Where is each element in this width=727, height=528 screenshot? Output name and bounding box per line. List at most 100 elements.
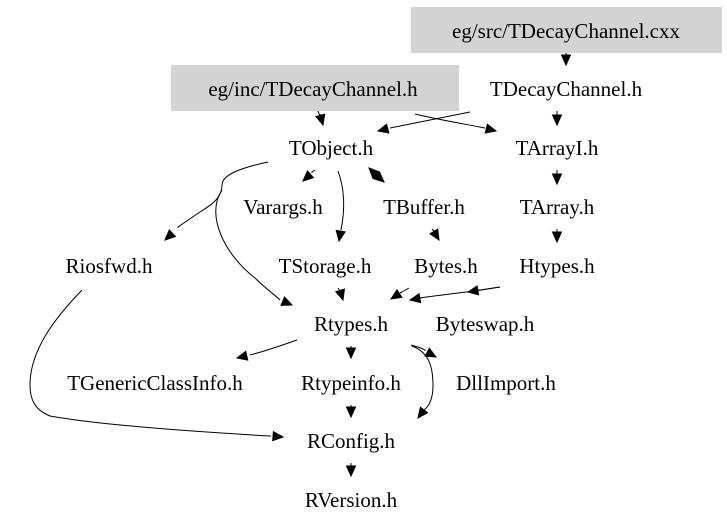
edges-layer [29,53,572,478]
node-label: eg/inc/TDecayChannel.h [208,77,418,101]
edge-line [399,287,410,294]
arrowhead-icon [429,228,440,242]
node-riosfwd[interactable]: Riosfwd.h [66,254,153,278]
node-dllimport[interactable]: DllImport.h [456,371,556,395]
node-rtypes[interactable]: Rtypes.h [314,312,389,336]
edge-tobject-rtypes [215,189,294,306]
node-label: Riosfwd.h [66,254,153,278]
edge-tbuffer-bytes [429,228,440,242]
node-label: Rtypes.h [314,312,389,336]
edge-inc-tarrayi [414,113,498,134]
node-label: Bytes.h [414,254,478,278]
arrowhead-icon [560,54,572,67]
node-tarrayi[interactable]: TArrayI.h [516,136,599,160]
edge-line [414,113,486,129]
arrowhead-icon [368,167,381,180]
edge-tdc-tobject [376,111,471,134]
edge-line [337,170,345,231]
arrowhead-icon [164,229,177,241]
edge-line [215,189,281,301]
arrowhead-icon [417,406,429,419]
node-tdc[interactable]: TDecayChannel.h [490,77,643,101]
node-label: RVersion.h [305,488,398,512]
node-label: TArrayI.h [516,136,599,160]
edge-rtypes-rconfig [411,345,434,419]
edge-line [177,161,269,228]
node-tgeneric[interactable]: TGenericClassInfo.h [67,371,243,395]
edge-line [410,344,426,351]
node-rtypeinfo[interactable]: Rtypeinfo.h [301,371,401,395]
arrowhead-icon [302,170,315,182]
node-tarray[interactable]: TArray.h [520,195,595,219]
nodes-layer: eg/src/TDecayChannel.cxx eg/inc/TDecayCha… [66,7,722,512]
edge-tdc-tarrayi [551,111,563,127]
arrowhead-icon [235,350,249,361]
node-label: eg/src/TDecayChannel.cxx [452,19,680,43]
edge-cxx-tdc [560,53,572,67]
edge-line [431,228,435,232]
edge-line [29,289,271,437]
edge-line [389,111,471,129]
edge-tobject-tstorage [335,170,346,243]
node-highlight-box [171,65,459,111]
node-tstorage[interactable]: TStorage.h [279,254,372,278]
edge-riosfwd-rconfig [29,289,285,442]
arrowhead-icon [551,114,563,127]
edge-line [249,339,298,356]
arrowhead-icon [345,347,357,360]
node-rversion[interactable]: RVersion.h [305,488,398,512]
node-tobject[interactable]: TObject.h [289,136,374,160]
edge-tarrayi-tarray [551,170,563,186]
node-inc[interactable]: eg/inc/TDecayChannel.h [171,65,459,111]
arrowhead-icon [345,406,357,419]
node-label: TDecayChannel.h [490,77,643,101]
node-label: Htypes.h [519,254,595,278]
arrowhead-icon [272,430,285,442]
arrowhead-icon [551,173,563,186]
node-label: TBuffer.h [383,195,465,219]
edge-bytes-htypes [466,285,501,296]
edge-rtypes-dllimport [410,344,438,358]
edge-tbuffer-tobject [368,167,381,180]
arrowhead-icon [376,123,390,134]
node-varargs[interactable]: Varargs.h [243,195,323,219]
node-label: Rtypeinfo.h [301,371,401,395]
edge-line [419,286,501,299]
edge-rtypes-rtypeinfo [345,346,357,360]
arrowhead-icon [389,288,403,300]
node-label: TGenericClassInfo.h [67,371,243,395]
arrowhead-icon [334,288,346,302]
arrowhead-icon [408,292,422,304]
edge-tobject-riosfwd [164,161,269,241]
edge-line [310,169,316,173]
node-highlight-box [411,7,722,53]
edge-rtypes-tgeneric [235,339,298,361]
node-label: Byteswap.h [436,312,535,336]
node-label: TObject.h [289,136,374,160]
edge-tarray-htypes [551,229,563,244]
edge-inc-tobject [315,110,326,127]
node-label: Varargs.h [243,195,323,219]
edge-tstorage-rtypes [334,287,346,302]
arrowhead-icon [551,231,563,244]
node-label: TStorage.h [279,254,372,278]
node-bytes[interactable]: Bytes.h [414,254,478,278]
node-label: RConfig.h [307,429,396,453]
arrowhead-icon [424,347,438,358]
node-tbuffer[interactable]: TBuffer.h [383,195,465,219]
edge-htypes-rtypes [408,286,501,304]
arrowhead-icon [345,465,357,478]
node-htypes[interactable]: Htypes.h [519,254,595,278]
arrowhead-icon [484,123,498,134]
edge-bytes-rtypes [389,287,410,300]
node-label: TArray.h [520,195,595,219]
node-label: DllImport.h [456,371,556,395]
edge-rtypeinfo-rconfig [345,405,357,419]
node-cxx[interactable]: eg/src/TDecayChannel.cxx [411,7,722,53]
arrowhead-icon [280,296,294,306]
node-byteswap[interactable]: Byteswap.h [436,312,535,336]
edge-line [411,345,434,411]
node-rconfig[interactable]: RConfig.h [307,429,396,453]
arrowhead-icon [335,229,346,243]
